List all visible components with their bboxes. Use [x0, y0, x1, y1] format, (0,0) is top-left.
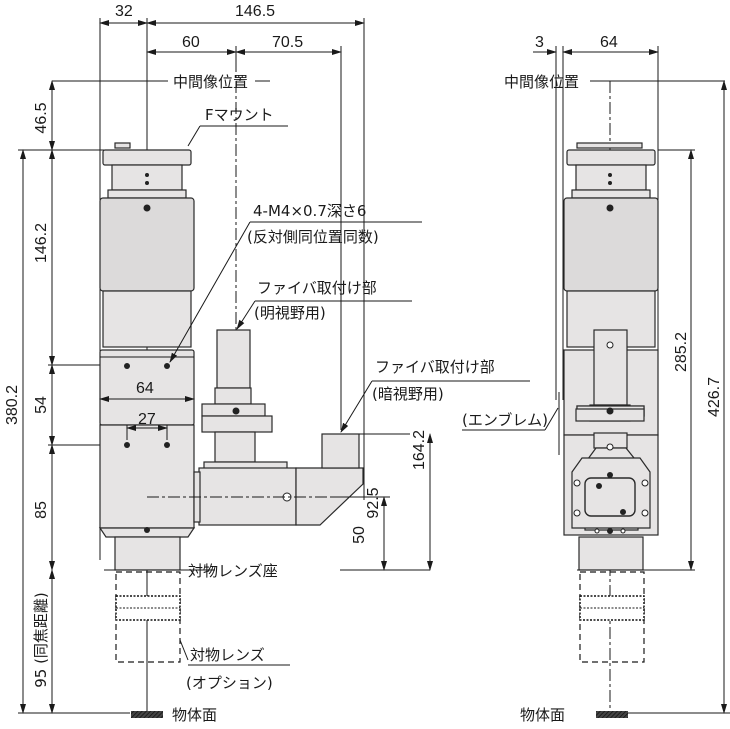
label-objective: 対物レンズ: [190, 646, 265, 664]
label-objective-seat: 対物レンズ座: [188, 562, 278, 580]
label-intermediate-image: 中間像位置: [173, 73, 248, 91]
dim-32: 32: [115, 3, 133, 20]
dim-54: 54: [33, 396, 50, 414]
dim-46-5: 46.5: [33, 102, 50, 133]
dim-64-side: 64: [600, 34, 618, 51]
label-f-mount: Fマウント: [205, 106, 274, 124]
dim-380-2: 380.2: [4, 385, 21, 425]
dim-50: 50: [351, 526, 368, 544]
label-emblem: (エンブレム): [462, 411, 548, 429]
label-fiber-bright-note: (明視野用): [254, 304, 326, 322]
label-fiber-dark-note: (暗視野用): [372, 385, 444, 403]
label-object-plane: 物体面: [172, 706, 217, 724]
dim-64-inner: 64: [136, 380, 154, 397]
dim-92-5: 92.5: [365, 487, 382, 518]
dim-146-5: 146.5: [235, 3, 275, 20]
dim-146-2: 146.2: [33, 223, 50, 263]
label-tap-holes: 4-M4×0.7深さ6: [253, 202, 366, 220]
label-object-plane-side: 物体面: [520, 706, 565, 724]
label-intermediate-image-side: 中間像位置: [504, 73, 579, 91]
dim-60: 60: [182, 34, 200, 51]
dim-164-2: 164.2: [411, 430, 428, 470]
label-fiber-bright: ファイバ取付け部: [257, 279, 377, 297]
front-view: [18, 18, 530, 718]
label-fiber-dark: ファイバ取付け部: [375, 358, 495, 376]
dim-285-2: 285.2: [673, 332, 690, 372]
dim-3: 3: [535, 34, 544, 51]
dim-95-working-distance: 95 (同焦距離): [32, 592, 50, 688]
dim-85: 85: [33, 501, 50, 519]
dim-426-7: 426.7: [706, 377, 723, 417]
label-objective-option: (オプション): [186, 674, 273, 692]
label-tap-holes-note: (反対側同位置同数): [247, 228, 379, 246]
dim-70-5: 70.5: [272, 34, 303, 51]
side-view: [462, 46, 730, 718]
dim-27: 27: [138, 411, 156, 428]
